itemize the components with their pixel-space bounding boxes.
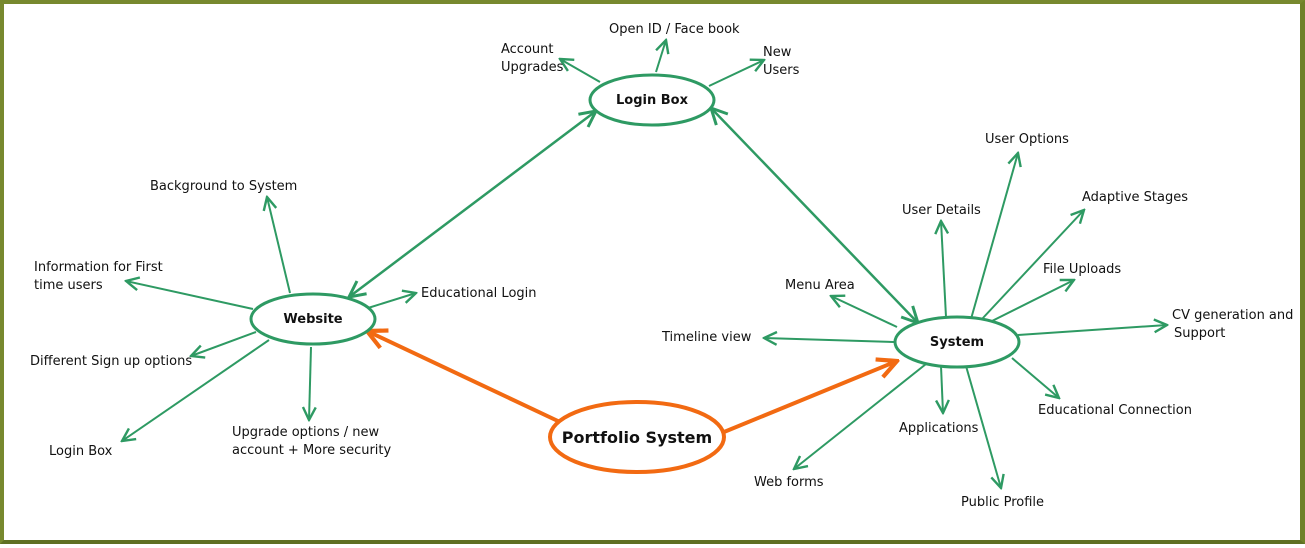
connector-loginbox-system <box>711 108 918 323</box>
branch-arrow <box>309 346 311 420</box>
branch-arrow <box>126 281 254 310</box>
branch-arrow <box>191 331 257 356</box>
branch-arrow <box>1017 325 1167 336</box>
node-label: Website <box>283 312 342 327</box>
system-branches <box>764 153 1167 488</box>
branch-arrow <box>794 363 927 469</box>
branch-arrow <box>941 365 943 413</box>
branch-arrow <box>708 60 764 87</box>
connector-root-system <box>723 361 897 434</box>
connector-root-website <box>367 331 561 424</box>
branch-label: CV generation and <box>1172 308 1293 323</box>
branch-arrow <box>267 197 291 294</box>
branch-label: Background to System <box>150 179 297 194</box>
system-branch-labels: User Options Adaptive Stages User Detail… <box>661 132 1293 510</box>
node-label: Portfolio System <box>562 428 712 447</box>
branch-arrow <box>831 296 898 328</box>
branch-label: Open ID / Face book <box>609 22 740 37</box>
branch-label: Upgrade options / new <box>232 425 379 440</box>
mind-map-diagram: Login Box Website System Portfolio Syste… <box>30 22 1293 510</box>
branch-label: New <box>763 45 792 60</box>
branch-label: Applications <box>899 421 979 436</box>
branch-label: Adaptive Stages <box>1082 190 1188 205</box>
branch-arrow <box>1011 357 1059 398</box>
branch-label: Support <box>1174 326 1225 341</box>
branch-label: File Uploads <box>1043 262 1121 277</box>
branch-arrow <box>941 221 946 318</box>
website-branches <box>122 197 416 441</box>
node-system[interactable]: System <box>893 315 1021 369</box>
branch-label: Menu Area <box>785 278 855 293</box>
main-connectors <box>349 108 918 434</box>
branch-label: time users <box>34 278 103 293</box>
loginbox-branch-labels: Account Upgrades Open ID / Face book New… <box>501 22 800 78</box>
branch-arrow <box>970 153 1018 320</box>
branch-arrow <box>965 365 1001 488</box>
branch-arrow <box>367 293 416 309</box>
branch-label: Educational Connection <box>1038 403 1192 418</box>
branch-arrow <box>991 280 1074 322</box>
loginbox-branches <box>560 40 764 87</box>
connector-website-loginbox <box>349 111 596 297</box>
branch-arrow <box>764 338 895 342</box>
node-login-box[interactable]: Login Box <box>588 73 716 127</box>
branch-label: Web forms <box>754 475 824 490</box>
branch-arrow <box>655 40 666 73</box>
node-portfolio-system[interactable]: Portfolio System <box>548 400 726 474</box>
branch-label: account + More security <box>232 443 392 458</box>
node-website[interactable]: Website <box>249 292 377 346</box>
branch-label: Educational Login <box>421 286 537 301</box>
branch-arrow <box>981 210 1084 320</box>
branch-label: User Options <box>985 132 1069 147</box>
branch-label: Different Sign up options <box>30 354 192 369</box>
branch-label: Account <box>501 42 554 57</box>
branch-label: User Details <box>902 203 981 218</box>
branch-label: Information for First <box>34 260 163 275</box>
branch-label: Public Profile <box>961 495 1044 510</box>
branch-label: Timeline view <box>661 330 752 345</box>
website-branch-labels: Background to System Information for Fir… <box>30 179 537 459</box>
node-label: System <box>930 335 984 350</box>
node-label: Login Box <box>616 93 689 108</box>
branch-label: Upgrades <box>501 60 564 75</box>
branch-arrow <box>122 339 270 441</box>
branch-arrow <box>560 59 601 83</box>
branch-label: Users <box>763 63 800 78</box>
branch-label: Login Box <box>49 444 113 459</box>
